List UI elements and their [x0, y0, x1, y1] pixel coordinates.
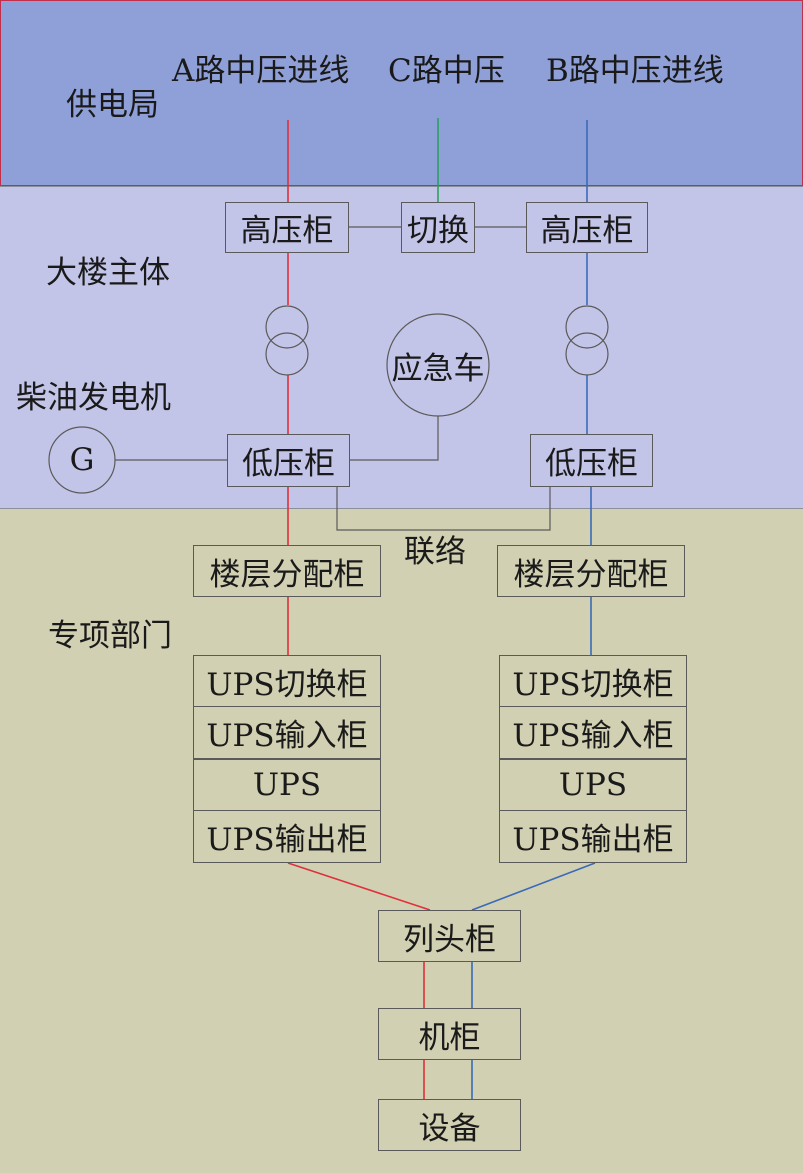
- ups-input-cabinet-right[interactable]: UPS输入柜: [499, 707, 687, 759]
- column-head-cabinet[interactable]: 列头柜: [378, 910, 521, 962]
- ups-unit-right[interactable]: UPS: [499, 759, 687, 811]
- lv-cabinet-left[interactable]: 低压柜: [227, 434, 350, 487]
- switch-box[interactable]: 切换: [401, 202, 475, 253]
- supply-bureau-label: 供电局: [66, 87, 159, 123]
- special-department-label: 专项部门: [48, 618, 172, 654]
- generator-circle: [48, 426, 116, 494]
- rack-cabinet[interactable]: 机柜: [378, 1008, 521, 1060]
- ups-switch-cabinet-left[interactable]: UPS切换柜: [193, 655, 381, 707]
- path-a-wires: [287, 120, 431, 1099]
- ups-output-cabinet-right[interactable]: UPS输出柜: [499, 811, 687, 863]
- transformer-left: [265, 305, 309, 376]
- transformer-right: [565, 305, 609, 376]
- lv-cabinet-right[interactable]: 低压柜: [530, 434, 653, 487]
- incoming-b-label: B路中压进线: [546, 53, 724, 89]
- building-main-label: 大楼主体: [46, 255, 170, 291]
- generator-symbol: G: [69, 442, 95, 478]
- zone-special-department: [0, 508, 803, 1173]
- ups-input-cabinet-left[interactable]: UPS输入柜: [193, 707, 381, 759]
- incoming-a-label: A路中压进线: [172, 53, 350, 89]
- path-b-wires: [471, 120, 596, 1099]
- zone-power-supply-bureau: [0, 0, 803, 186]
- tie-label: 联络: [404, 534, 466, 570]
- emergency-vehicle-circle: [386, 313, 490, 417]
- floor-distribution-right[interactable]: 楼层分配柜: [497, 545, 685, 597]
- incoming-c-label: C路中压: [388, 53, 505, 89]
- hv-cabinet-right[interactable]: 高压柜: [526, 202, 648, 253]
- ups-switch-cabinet-right[interactable]: UPS切换柜: [499, 655, 687, 707]
- hv-cabinet-left[interactable]: 高压柜: [225, 202, 349, 253]
- ups-unit-left[interactable]: UPS: [193, 759, 381, 811]
- device-box[interactable]: 设备: [378, 1099, 521, 1151]
- emergency-vehicle-label: 应急车: [391, 350, 485, 387]
- ups-output-cabinet-left[interactable]: UPS输出柜: [193, 811, 381, 863]
- floor-distribution-left[interactable]: 楼层分配柜: [193, 545, 381, 597]
- neutral-wires: [115, 226, 551, 531]
- diesel-generator-label: 柴油发电机: [16, 380, 171, 416]
